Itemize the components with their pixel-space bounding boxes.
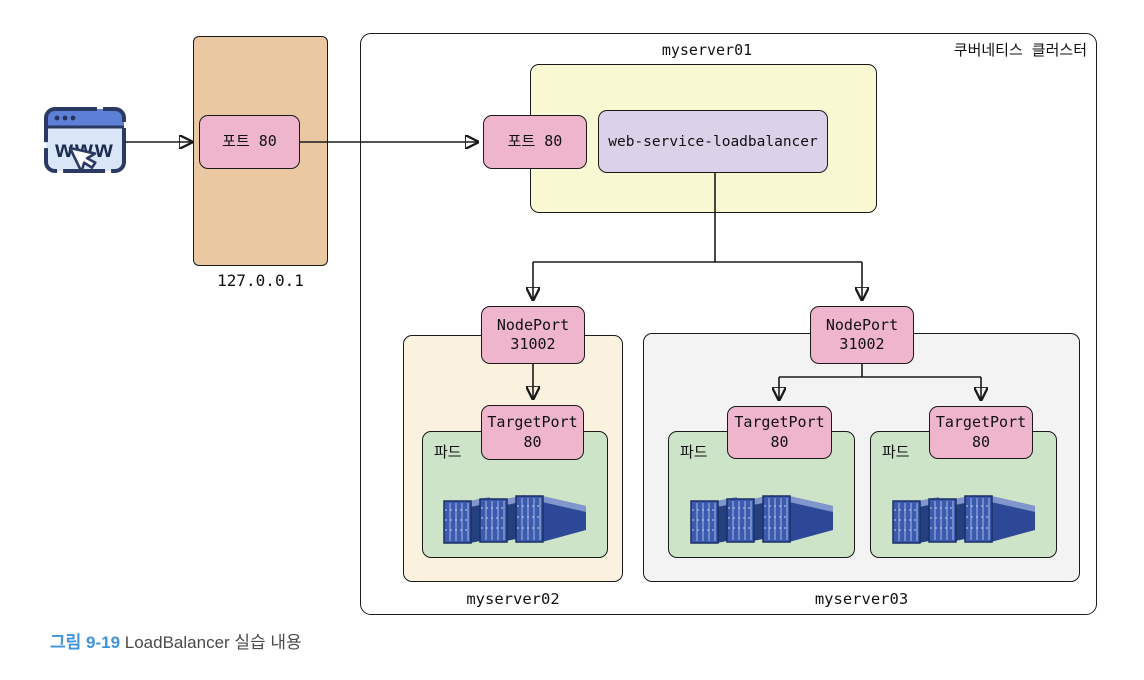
- shipping-containers-icon: [891, 494, 1036, 544]
- nodeport-label: NodePort: [825, 315, 899, 334]
- nodeport-box-myserver02: NodePort 31002: [481, 306, 585, 364]
- targetport-label: TargetPort: [734, 413, 825, 431]
- nodeport-port: 31002: [510, 335, 556, 353]
- host-ip-label: 127.0.0.1: [217, 271, 304, 290]
- nodeport-label: NodePort: [496, 315, 570, 334]
- targetport-box: TargetPort 80: [481, 405, 584, 460]
- pod-label: 파드: [680, 443, 708, 461]
- cluster-port-label: 포트 80: [507, 132, 563, 151]
- nodeport-box-myserver03: NodePort 31002: [810, 306, 914, 364]
- pod-label: 파드: [882, 443, 910, 461]
- targetport-label: TargetPort: [935, 413, 1027, 431]
- targetport-label: TargetPort: [487, 413, 578, 431]
- targetport-port: 80: [971, 432, 991, 451]
- www-browser-icon: www: [44, 107, 126, 173]
- cursor-icon: [68, 146, 97, 173]
- shipping-containers-icon: [689, 494, 834, 544]
- loadbalancer-service-box: web-service-loadbalancer: [598, 110, 828, 173]
- targetport-box: TargetPort 80: [929, 406, 1033, 459]
- targetport-port: 80: [523, 432, 542, 451]
- figure-caption: 그림 9-19 LoadBalancer 실습 내용: [50, 628, 302, 653]
- host-port-box: 포트 80: [199, 115, 300, 169]
- figure-title: LoadBalancer 실습 내용: [124, 633, 302, 652]
- nodeport-port: 31002: [839, 335, 885, 353]
- cluster-title: 쿠버네티스 클러스터: [953, 41, 1087, 59]
- cluster-port-box: 포트 80: [483, 115, 587, 169]
- pod-label: 파드: [434, 443, 462, 461]
- worker-node-myserver03-name: myserver03: [814, 590, 909, 608]
- worker-node-myserver02-name: myserver02: [466, 590, 560, 608]
- figure-number: 그림 9-19: [50, 633, 121, 652]
- targetport-port: 80: [770, 432, 789, 451]
- shipping-containers-icon: [443, 494, 587, 544]
- targetport-box: TargetPort 80: [727, 406, 832, 459]
- loadbalancer-service-label: web-service-loadbalancer: [608, 133, 818, 150]
- host-port-label: 포트 80: [222, 132, 277, 151]
- master-node-name: myserver01: [661, 41, 753, 59]
